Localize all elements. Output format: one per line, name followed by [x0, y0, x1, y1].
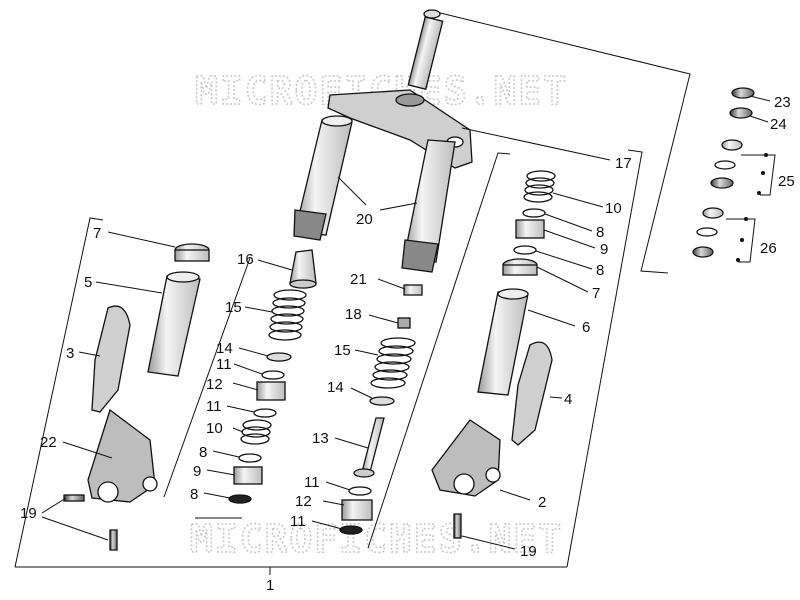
callout-10-right: 10 — [605, 200, 622, 217]
callout-14-middle: 14 — [327, 379, 344, 396]
callout-15-middle: 15 — [334, 342, 351, 359]
callout-11-a: 11 — [216, 356, 232, 373]
callout-24: 24 — [770, 116, 787, 133]
callout-7-left: 7 — [93, 225, 101, 242]
callout-11-d: 11 — [290, 513, 306, 530]
callout-9-left: 9 — [193, 463, 201, 480]
callout-22: 22 — [40, 434, 57, 451]
watermark-bottom: MICROFICHES.NET — [190, 517, 563, 561]
callout-16: 16 — [237, 251, 254, 268]
callout-13: 13 — [312, 430, 329, 447]
callout-labels: 1 2 3 4 5 6 7 7 8 8 8 8 9 9 10 10 11 11 … — [20, 94, 795, 594]
callout-8-right-lower: 8 — [596, 262, 604, 279]
callout-7-right: 7 — [592, 285, 600, 302]
left-internals-frame — [163, 257, 251, 498]
callout-25: 25 — [778, 173, 795, 190]
fork-tube-left — [293, 115, 353, 241]
callout-19-right: 19 — [520, 543, 537, 560]
right-frame — [566, 149, 643, 568]
callout-26: 26 — [760, 240, 777, 257]
callout-11-c: 11 — [304, 474, 320, 491]
spring-right — [523, 170, 556, 203]
spring-middle — [370, 337, 416, 389]
middle-damper-stack — [339, 284, 423, 535]
leader-lines — [41, 95, 771, 575]
right-internals-frame — [367, 152, 511, 549]
callout-9-right: 9 — [600, 241, 608, 258]
callout-3: 3 — [66, 345, 74, 362]
callout-18: 18 — [345, 306, 362, 323]
head-bearing-set — [692, 87, 776, 263]
callout-8-left-upper: 8 — [199, 444, 207, 461]
left-leg-frame — [14, 217, 104, 568]
callout-10-left: 10 — [206, 420, 223, 437]
callout-21: 21 — [350, 271, 367, 288]
head-bearing-frame — [427, 9, 691, 274]
spring-left — [268, 289, 307, 341]
fork-tube-right — [401, 139, 456, 273]
right-leg-assembly — [431, 341, 553, 539]
callout-1: 1 — [266, 577, 274, 594]
callout-2: 2 — [538, 494, 546, 511]
callout-14-left: 14 — [216, 340, 233, 357]
callout-8-right-upper: 8 — [596, 224, 604, 241]
left-leg-assembly — [63, 243, 210, 551]
callout-12-middle: 12 — [295, 493, 312, 510]
callout-11-b: 11 — [206, 398, 222, 415]
callout-6: 6 — [582, 319, 590, 336]
callout-20: 20 — [356, 211, 373, 228]
callout-17: 17 — [615, 155, 632, 172]
callout-15-left: 15 — [225, 299, 242, 316]
group-frames — [14, 9, 691, 568]
right-damper-stack — [477, 170, 556, 396]
callout-19-left: 19 — [20, 505, 37, 522]
callout-12-left: 12 — [206, 376, 223, 393]
spring-left-small — [240, 419, 272, 445]
callout-5: 5 — [84, 274, 92, 291]
callout-8-left-lower: 8 — [190, 486, 198, 503]
left-damper-stack — [228, 249, 317, 504]
callout-23: 23 — [774, 94, 791, 111]
callout-4: 4 — [564, 391, 572, 408]
